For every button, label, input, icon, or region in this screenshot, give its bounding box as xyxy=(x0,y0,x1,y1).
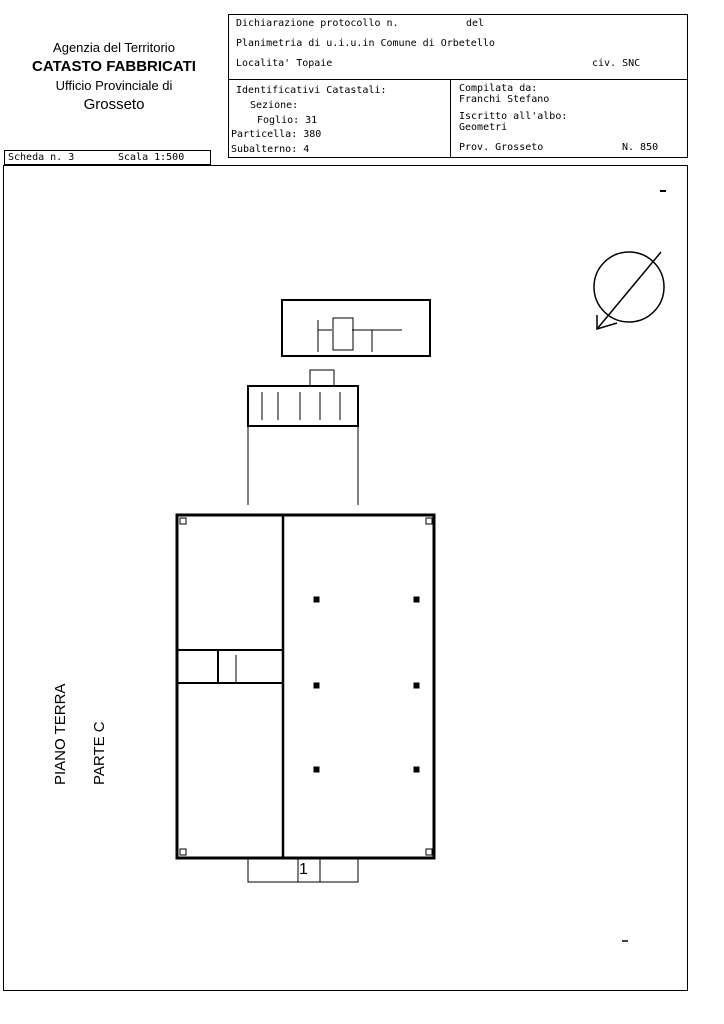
upper-annex xyxy=(281,299,431,357)
north-arrow-icon xyxy=(593,251,665,331)
protocol-label: Dichiarazione protocollo n. xyxy=(236,18,399,29)
compiler-box xyxy=(450,79,688,158)
entrance-mark: 1 xyxy=(299,861,308,878)
scheda-number: Scheda n. 3 xyxy=(8,152,75,163)
compiler-name: Franchi Stefano xyxy=(459,94,550,105)
office-city: Grosseto xyxy=(83,96,145,113)
iscritto-label: Iscritto all'albo: xyxy=(459,111,568,122)
subalterno-field: Subalterno: 4 xyxy=(231,144,310,155)
agency-block: Agenzia del Territorio CATASTO FABBRICAT… xyxy=(0,0,228,130)
albo-value: Geometri xyxy=(459,122,508,133)
scheda-box xyxy=(4,150,211,165)
office-label: Ufficio Provinciale di xyxy=(55,78,173,93)
technical-block xyxy=(247,369,359,505)
main-warehouse xyxy=(175,513,436,883)
civ-text: civ. SNC xyxy=(592,58,641,69)
catasto-title: CATASTO FABBRICATI xyxy=(32,58,196,75)
identifiers-title: Identificativi Catastali: xyxy=(236,85,387,96)
agency-name: Agenzia del Territorio xyxy=(53,40,175,55)
province-text: Prov. Grosseto xyxy=(459,142,544,153)
planimetria-text: Planimetria di u.i.u.in Comune di Orbete… xyxy=(236,38,495,49)
compilata-label: Compilata da: xyxy=(459,83,538,94)
plan-frame xyxy=(3,165,688,991)
foglio-field: Foglio: 31 xyxy=(257,115,318,126)
particella-field: Particella: 380 xyxy=(231,129,322,140)
sezione-field: Sezione: xyxy=(250,100,299,111)
register-number: N. 850 xyxy=(622,142,659,153)
scale-label: Scala 1:500 xyxy=(118,152,185,163)
localita-text: Localita' Topaie xyxy=(236,58,333,69)
del-label: del xyxy=(466,18,485,29)
